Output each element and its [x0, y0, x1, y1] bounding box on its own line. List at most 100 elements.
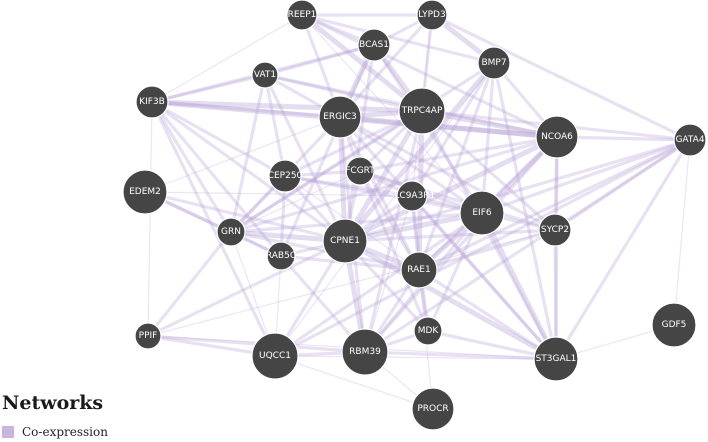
node-ppif[interactable]: PPIF — [134, 322, 162, 350]
node-gdf5[interactable]: GDF5 — [651, 302, 697, 348]
node-rab5c[interactable]: RAB5C — [266, 241, 296, 271]
edge-vat1-cep250 — [263, 73, 287, 178]
edge-kif3b-ppif — [147, 101, 153, 337]
edge-vat1-kif3b — [150, 73, 267, 104]
edge-sycp2-rae1 — [417, 228, 557, 272]
node-label-lypd3: LYPD3 — [418, 10, 445, 20]
edge-eif6-uqcc1 — [273, 211, 484, 358]
edge-ncoa6-grn — [229, 135, 559, 234]
edge-bmp7-eif6 — [480, 61, 496, 215]
node-gata4[interactable]: GATA4 — [673, 123, 707, 157]
node-trpc4ap[interactable]: TRPC4AP — [398, 87, 446, 135]
node-circle-trpc4ap[interactable] — [398, 87, 446, 135]
node-circle-ergic3[interactable] — [318, 95, 362, 139]
node-label-fcgrt: FCGRT — [345, 166, 375, 176]
node-label-cpne1: CPNE1 — [330, 236, 360, 246]
node-label-eif6: EIF6 — [472, 208, 492, 218]
node-circle-bmp7[interactable] — [477, 46, 511, 80]
node-circle-procr[interactable] — [411, 387, 455, 431]
edge-kif3b-trpc4ap — [149, 99, 425, 114]
node-circle-vat1[interactable] — [251, 61, 279, 89]
node-circle-cpne1[interactable] — [322, 218, 368, 264]
node-label-edem2: EDEM2 — [129, 187, 161, 197]
node-circle-cep250[interactable] — [268, 159, 302, 193]
node-lypd3[interactable]: LYPD3 — [416, 0, 448, 31]
node-circle-uqcc1[interactable] — [251, 332, 299, 380]
node-circle-grn[interactable] — [216, 217, 246, 247]
node-label-gdf5: GDF5 — [662, 320, 687, 330]
edge-cep250-slc9a3r1 — [283, 174, 414, 198]
node-label-mdk: MDK — [418, 326, 440, 336]
edge-bmp7-slc9a3r1 — [410, 61, 496, 198]
node-edem2[interactable]: EDEM2 — [122, 169, 168, 215]
node-label-ergic3: ERGIC3 — [323, 112, 357, 122]
node-ncoa6[interactable]: NCOA6 — [535, 115, 579, 159]
edge-trpc4ap-sycp2 — [420, 109, 557, 232]
node-cpne1[interactable]: CPNE1 — [322, 218, 368, 264]
node-uqcc1[interactable]: UQCC1 — [251, 332, 299, 380]
edge-ergic3-sycp2 — [338, 115, 557, 232]
node-label-rae1: RAE1 — [407, 265, 430, 275]
edge-trpc4ap-st3gal1 — [420, 109, 558, 361]
node-label-ppif: PPIF — [139, 331, 158, 341]
edge-vat1-trpc4ap — [263, 73, 424, 113]
edge-trpc4ap-grn — [229, 109, 424, 234]
node-eif6[interactable]: EIF6 — [459, 190, 505, 236]
node-bmp7[interactable]: BMP7 — [477, 46, 511, 80]
node-circle-slc9a3r1[interactable] — [396, 180, 428, 212]
legend-item-co-expression[interactable]: Co-expression — [2, 425, 220, 439]
node-circle-eif6[interactable] — [459, 190, 505, 236]
node-circle-rbm39[interactable] — [341, 328, 389, 376]
edge-bcas1-cpne1 — [343, 43, 376, 243]
edge-fcgrt-grn — [230, 170, 361, 233]
node-rbm39[interactable]: RBM39 — [341, 328, 389, 376]
node-fcgrt[interactable]: FCGRT — [345, 156, 375, 186]
node-bcas1[interactable]: BCAS1 — [357, 28, 391, 62]
node-circle-lypd3[interactable] — [416, 0, 448, 31]
node-kif3b[interactable]: KIF3B — [135, 85, 169, 119]
node-circle-ppif[interactable] — [134, 322, 162, 350]
edge-bmp7-rae1 — [417, 61, 496, 272]
node-circle-kif3b[interactable] — [135, 85, 169, 119]
node-label-ncoa6: NCOA6 — [541, 132, 573, 142]
node-circle-mdk[interactable] — [413, 316, 443, 346]
node-circle-gdf5[interactable] — [651, 302, 697, 348]
edge-gata4-rae1 — [417, 138, 692, 272]
node-mdk[interactable]: MDK — [413, 316, 443, 346]
edge-edem2-cpne1 — [143, 190, 347, 243]
node-circle-sycp2[interactable] — [538, 213, 572, 247]
node-label-bmp7: BMP7 — [481, 58, 506, 68]
node-sycp2[interactable]: SYCP2 — [538, 213, 572, 247]
node-circle-bcas1[interactable] — [357, 28, 391, 62]
node-circle-rab5c[interactable] — [266, 241, 296, 271]
node-ergic3[interactable]: ERGIC3 — [318, 95, 362, 139]
node-grn[interactable]: GRN — [216, 217, 246, 247]
edge-uqcc1-st3gal1 — [274, 355, 557, 360]
node-circle-fcgrt[interactable] — [345, 156, 375, 186]
node-reep1[interactable]: REEP1 — [286, 0, 318, 31]
edge-rbm39-st3gal1 — [363, 350, 558, 361]
edge-trpc4ap-rbm39 — [363, 109, 424, 354]
node-st3gal1[interactable]: ST3GAL1 — [533, 336, 579, 382]
edge-uqcc1-procr — [274, 355, 434, 410]
node-circle-edem2[interactable] — [122, 169, 168, 215]
node-circle-ncoa6[interactable] — [535, 115, 579, 159]
edge-ergic3-edem2 — [144, 116, 341, 193]
edge-gata4-eif6 — [480, 138, 692, 215]
node-circle-gata4[interactable] — [673, 123, 707, 157]
edge-cep250-eif6 — [283, 174, 484, 215]
edge-bcas1-vat1 — [263, 43, 376, 77]
node-rae1[interactable]: RAE1 — [400, 251, 438, 289]
node-circle-rae1[interactable] — [400, 251, 438, 289]
edge-ergic3-ncoa6 — [337, 114, 560, 140]
node-label-cep250: CEP250 — [268, 171, 303, 181]
node-vat1[interactable]: VAT1 — [251, 61, 279, 89]
node-cep250[interactable]: CEP250 — [268, 159, 303, 193]
node-circle-st3gal1[interactable] — [533, 336, 579, 382]
node-slc9a3r1[interactable]: SLC9A3R1 — [389, 180, 436, 212]
node-procr[interactable]: PROCR — [411, 387, 455, 431]
edge-sycp2-cpne1 — [343, 228, 557, 243]
edge-lypd3-gata4 — [430, 13, 692, 142]
node-circle-reep1[interactable] — [286, 0, 318, 31]
